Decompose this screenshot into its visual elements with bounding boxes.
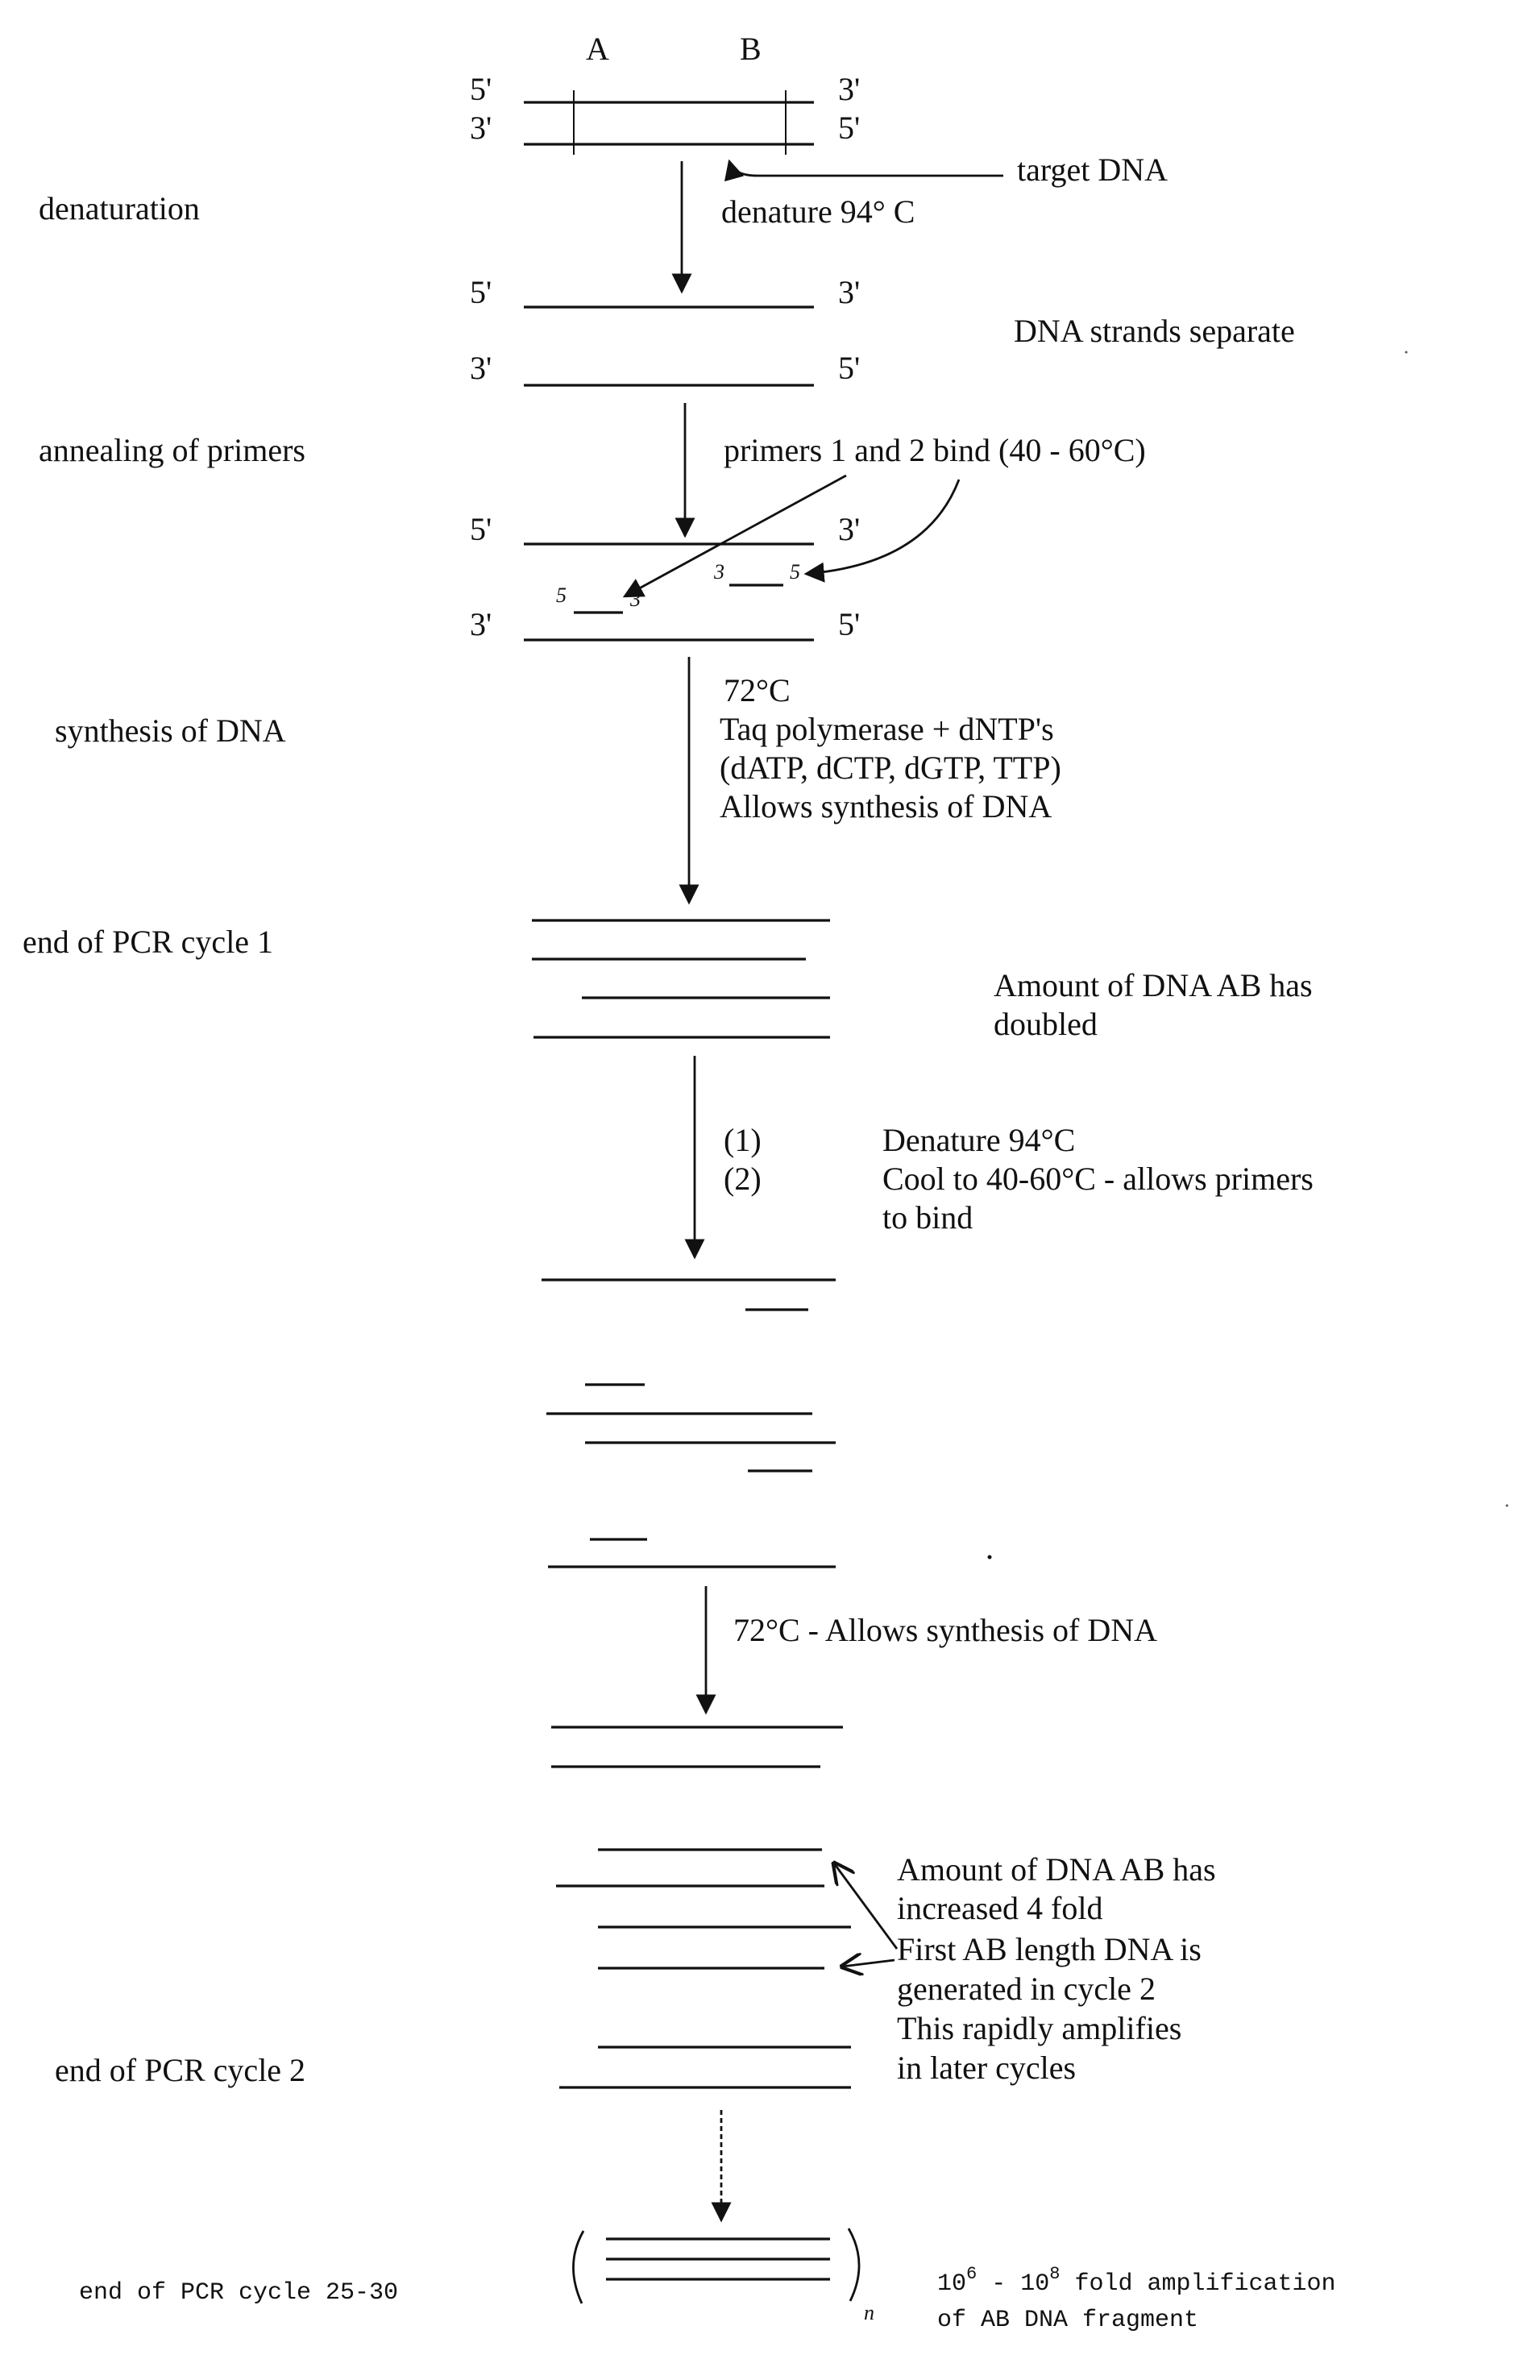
label-b: B [740,31,762,67]
fourfold-note-line1: Amount of DNA AB has [897,1851,1216,1888]
left-paren [573,2231,583,2303]
target-bottom-3prime: 3' [470,110,492,146]
ampl-rest: fold amplification [1060,2270,1335,2298]
speck-3 [1405,351,1408,354]
speck-1 [988,1556,992,1560]
doubled-note-line1: Amount of DNA AB has [994,967,1313,1003]
step-synthesis: synthesis of DNA [55,712,286,749]
anneal-top-5prime: 5' [470,511,492,547]
ampl-exp-2: 8 [1049,2264,1060,2284]
primer1-bind-arrow [625,476,846,596]
anneal-bottom-3prime: 3' [470,606,492,642]
step-end-cycle-2: end of PCR cycle 2 [55,2052,305,2088]
primer2-5prime: 5 [790,560,800,584]
fourfold-pointer-arrow [834,1863,897,1949]
target-bottom-5prime: 5' [838,110,860,146]
ampl-exp-1: 6 [966,2264,977,2284]
sep-top-5prime: 5' [470,274,492,310]
target-top-5prime: 5' [470,71,492,107]
denature-note: denature 94° C [721,193,915,230]
sep-bottom-3prime: 3' [470,350,492,386]
cycle2-num-1: (1) [724,1122,762,1158]
first-ab-note-line3: This rapidly amplifies [897,2010,1181,2046]
ampl-dash: - [977,2270,1020,2298]
target-dna-pointer-arrow [729,161,1003,176]
synthesis-note-line1: 72°C [724,672,791,708]
synthesis-note-line2: Taq polymerase + dNTP's [720,711,1054,747]
cycle2-num-2: (2) [724,1161,762,1197]
sep-top-3prime: 3' [838,274,860,310]
amplification-note-line1: 106 - 108 fold amplification [937,2264,1336,2298]
cycle2-step-2b: to bind [882,1199,973,1236]
anneal-top-3prime: 3' [838,511,860,547]
target-dna-label: target DNA [1017,152,1168,188]
step-annealing: annealing of primers [39,432,305,468]
cycle2-synthesis-note: 72°C - Allows synthesis of DNA [733,1612,1157,1648]
amplification-note-line2: of AB DNA fragment [937,2307,1198,2334]
anneal-bottom-5prime: 5' [838,606,860,642]
label-a: A [586,31,609,67]
primer2-bind-arrow [806,480,959,574]
cycle2-step-2a: Cool to 40-60°C - allows primers [882,1161,1314,1197]
right-paren [849,2228,859,2301]
ampl-base-2: 10 [1020,2270,1049,2298]
first-ab-note-line4: in later cycles [897,2050,1076,2086]
target-top-3prime: 3' [838,71,860,107]
fourfold-note-line2: increased 4 fold [897,1890,1102,1926]
final-n-mark: n [864,2301,874,2324]
primers-bind-note: primers 1 and 2 bind (40 - 60°C) [724,432,1146,468]
first-ab-note-line2: generated in cycle 2 [897,1971,1156,2007]
synthesis-note-line3: (dATP, dCTP, dGTP, TTP) [720,750,1061,786]
synthesis-note-line4: Allows synthesis of DNA [720,788,1052,824]
doubled-note-line2: doubled [994,1006,1098,1042]
step-end-cycle-1: end of PCR cycle 1 [23,924,273,960]
step-end-cycle-25-30: end of PCR cycle 25-30 [79,2279,398,2307]
strands-separate-note: DNA strands separate [1014,313,1295,349]
first-ab-pointer-arrow [842,1960,895,1967]
ampl-base-1: 10 [937,2270,966,2298]
step-denaturation: denaturation [39,190,200,226]
speck-2 [1506,1505,1509,1507]
sep-bottom-5prime: 5' [838,350,860,386]
primer2-3prime: 3 [713,560,724,584]
primer1-5prime: 5 [556,584,567,607]
cycle2-step-1: Denature 94°C [882,1122,1075,1158]
first-ab-note-line1: First AB length DNA is [897,1931,1202,1967]
